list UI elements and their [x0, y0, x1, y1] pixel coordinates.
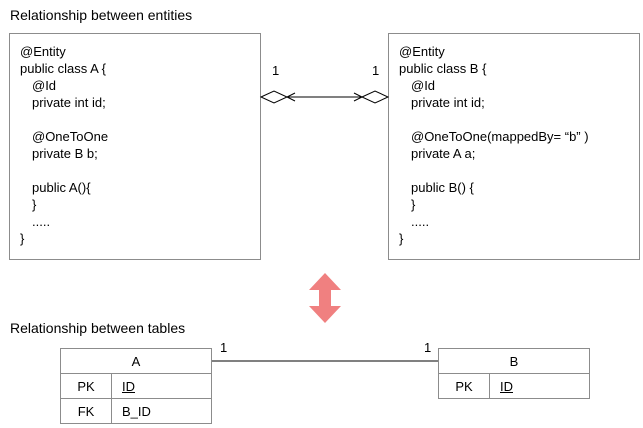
table-row: PK ID: [438, 373, 590, 399]
entity-b-code-box: @Entity public class B { @Id private int…: [388, 33, 640, 260]
code-line: public class B {: [399, 61, 487, 76]
entity-a-code-box: @Entity public class A { @Id private int…: [9, 33, 261, 260]
table-a-key-cell: PK: [60, 373, 112, 399]
table-a: A PK ID FK B_ID: [60, 348, 212, 424]
table-row: FK B_ID: [60, 398, 212, 424]
code-line: public class A {: [20, 61, 106, 76]
code-line: .....: [411, 214, 430, 229]
table-b-name: B: [438, 348, 590, 374]
code-line: @Id: [411, 78, 436, 93]
code-line: .....: [32, 214, 51, 229]
code-line: @OneToOne: [32, 129, 109, 144]
code-line: }: [32, 197, 37, 212]
table-b-multiplicity: 1: [424, 340, 432, 355]
entity-a-diamond-icon: [259, 90, 289, 104]
code-line: public B() {: [411, 180, 474, 195]
table-a-column-cell: ID: [111, 373, 212, 399]
table-b: B PK ID: [438, 348, 590, 399]
table-a-header-row: A: [60, 348, 212, 374]
table-a-column-cell: B_ID: [111, 398, 212, 424]
table-b-column-cell: ID: [489, 373, 590, 399]
code-line: private int id;: [411, 95, 485, 110]
code-line: @Entity: [20, 44, 66, 59]
table-a-name: A: [60, 348, 212, 374]
code-line: }: [411, 197, 416, 212]
entity-arrowhead-left-icon: [285, 92, 296, 102]
code-line: public A(){: [32, 180, 91, 195]
table-b-key-cell: PK: [438, 373, 490, 399]
double-arrow-icon: [309, 273, 341, 323]
code-line: }: [20, 231, 25, 246]
table-a-key-cell: FK: [60, 398, 112, 424]
code-line: @Id: [32, 78, 57, 93]
code-line: }: [399, 231, 404, 246]
entity-b-diamond-icon: [360, 90, 390, 104]
code-line: private A a;: [411, 146, 476, 161]
table-a-multiplicity: 1: [220, 340, 228, 355]
code-line: @Entity: [399, 44, 445, 59]
entity-b-multiplicity: 1: [372, 63, 380, 78]
entities-section-title: Relationship between entities: [10, 7, 193, 23]
table-b-header-row: B: [438, 348, 590, 374]
entity-a-multiplicity: 1: [272, 63, 280, 78]
table-row: PK ID: [60, 373, 212, 399]
code-line: private B b;: [32, 146, 98, 161]
tables-section-title: Relationship between tables: [10, 320, 186, 336]
code-line: @OneToOne(mappedBy= “b” ): [411, 129, 589, 144]
code-line: private int id;: [32, 95, 106, 110]
